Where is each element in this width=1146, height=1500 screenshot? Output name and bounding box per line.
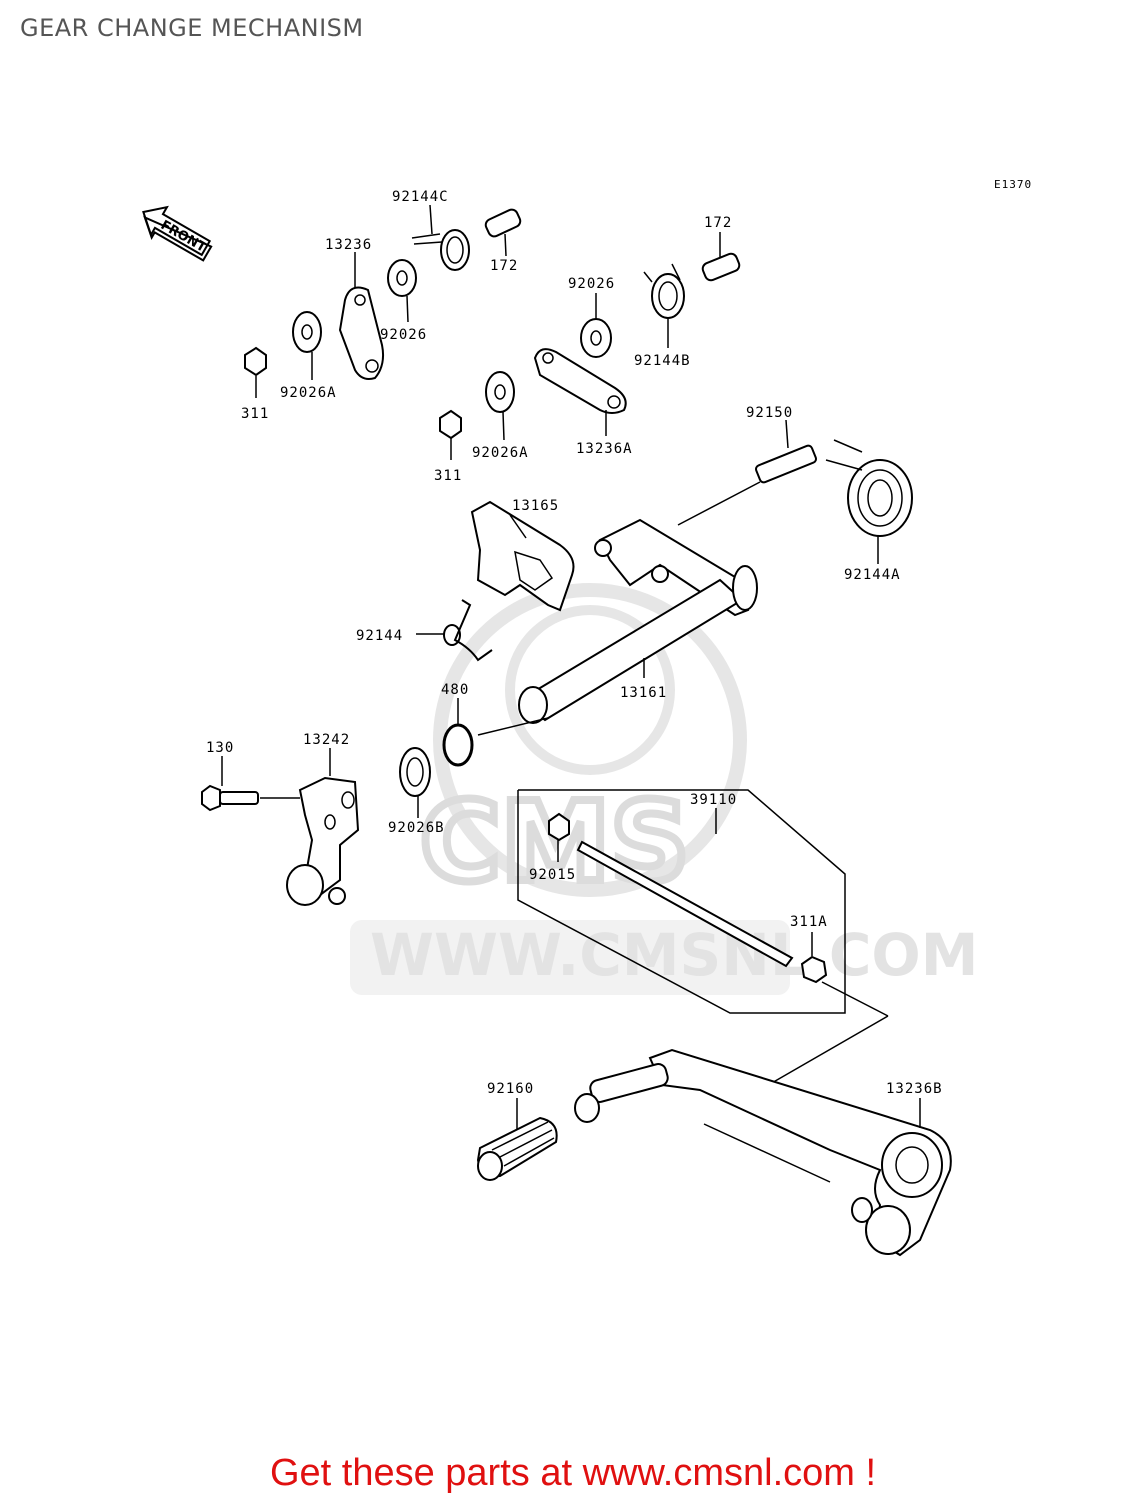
- arm-13236: [338, 286, 385, 380]
- part-label: 92150: [746, 405, 793, 421]
- diagram-code: E1370: [994, 178, 1032, 191]
- bolt-130: [201, 784, 259, 812]
- part-label: 92160: [487, 1081, 534, 1097]
- rod-39110: [576, 840, 794, 968]
- washer-92026a-b: [485, 371, 515, 413]
- part-label: 92026: [380, 327, 427, 343]
- spring-92144a: [825, 439, 913, 537]
- watermark: CMS WWW.CMSNL.COM: [350, 583, 978, 995]
- pin-172-b: [701, 252, 741, 282]
- nut-92015: [548, 812, 570, 842]
- page-title: GEAR CHANGE MECHANISM: [20, 14, 364, 42]
- footer-link[interactable]: Get these parts at www.cmsnl.com !: [269, 1452, 877, 1494]
- part-label: 92026B: [388, 820, 445, 836]
- front-arrow-icon: FRONT: [142, 205, 213, 262]
- part-label: 13161: [620, 685, 667, 701]
- watermark-text: WWW.CMSNL.COM: [370, 921, 978, 989]
- washer-92026b: [399, 747, 431, 797]
- shaft-13161: [518, 518, 758, 724]
- spring-92144b: [643, 263, 685, 319]
- parts-diagram: CMS WWW.CMSNL.COM FRONT E1370: [142, 178, 1032, 1257]
- part-label: 311: [434, 468, 462, 484]
- nut-311-b: [439, 409, 462, 440]
- part-label: 13165: [512, 498, 559, 514]
- nut-311a: [800, 955, 828, 984]
- part-label: 13236: [325, 237, 372, 253]
- arm-13236a: [533, 348, 627, 414]
- plate-13165: [470, 500, 575, 612]
- part-label: 13242: [303, 732, 350, 748]
- part-label: 92144A: [844, 567, 901, 583]
- part-label: 39110: [690, 792, 737, 808]
- part-label: 130: [206, 740, 234, 756]
- spring-92144c: [411, 229, 470, 271]
- part-label: 311: [241, 406, 269, 422]
- arm-13242: [286, 776, 360, 906]
- nut-311-a: [244, 346, 267, 377]
- spring-92144: [443, 599, 493, 662]
- part-label: 13236A: [576, 441, 633, 457]
- pin-172-a: [484, 208, 522, 238]
- pin-92150: [755, 444, 817, 484]
- part-label: 92144: [356, 628, 403, 644]
- part-label: 92144C: [392, 189, 449, 205]
- part-label: 311A: [790, 914, 828, 930]
- part-label: 92015: [529, 867, 576, 883]
- part-label: 13236B: [886, 1081, 943, 1097]
- part-label: 92144B: [634, 353, 691, 369]
- part-label: 172: [704, 215, 732, 231]
- circlip-480: [442, 723, 474, 767]
- pedal-13236b: [574, 1048, 952, 1257]
- rubber-92160: [476, 1116, 558, 1181]
- part-label: 480: [441, 682, 469, 698]
- washer-92026a-a: [292, 311, 322, 353]
- part-label: 92026A: [280, 385, 337, 401]
- part-label: 92026: [568, 276, 615, 292]
- washer-92026-a: [387, 259, 417, 297]
- part-label: 172: [490, 258, 518, 274]
- washer-92026-b: [580, 318, 612, 358]
- part-label: 92026A: [472, 445, 529, 461]
